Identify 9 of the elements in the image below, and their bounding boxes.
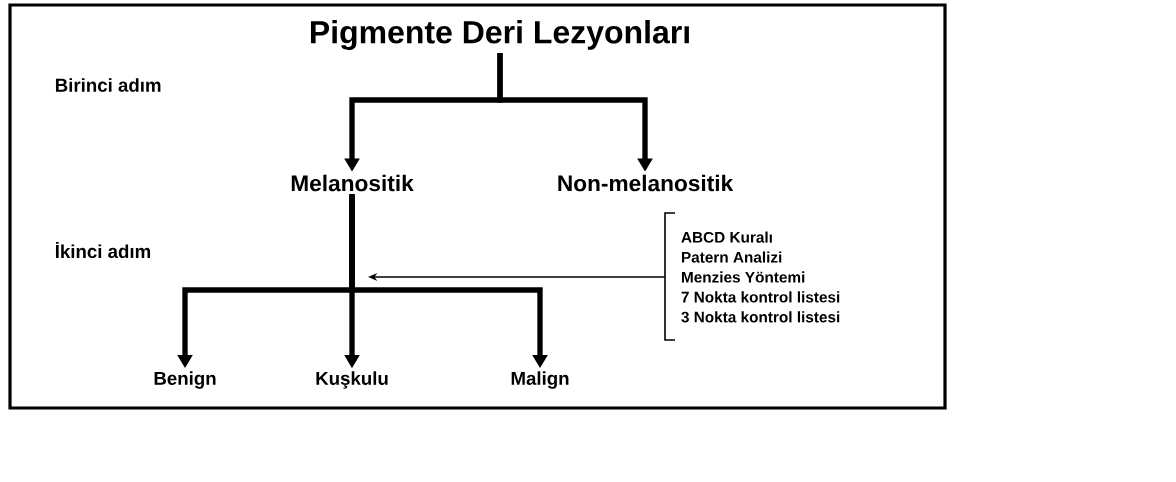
outcome-label: Malign — [511, 371, 569, 389]
outcome-label: Benign — [154, 371, 216, 389]
method-list: ABCD Kuralı Patern Analizi Menzies Yöntemi 7 Nokta kontrol listesi 3 Nokta kontrol listesi — [681, 231, 840, 323]
outcome-label: Kuşkulu — [316, 371, 388, 389]
step-label: Birinci adım — [55, 78, 161, 92]
category-label: Melanositik — [291, 174, 414, 192]
title: Pigmente Deri Lezyonları — [311, 20, 689, 50]
category-label: Non-melanositik — [558, 174, 734, 192]
step-label: İkinci adım — [55, 241, 151, 259]
